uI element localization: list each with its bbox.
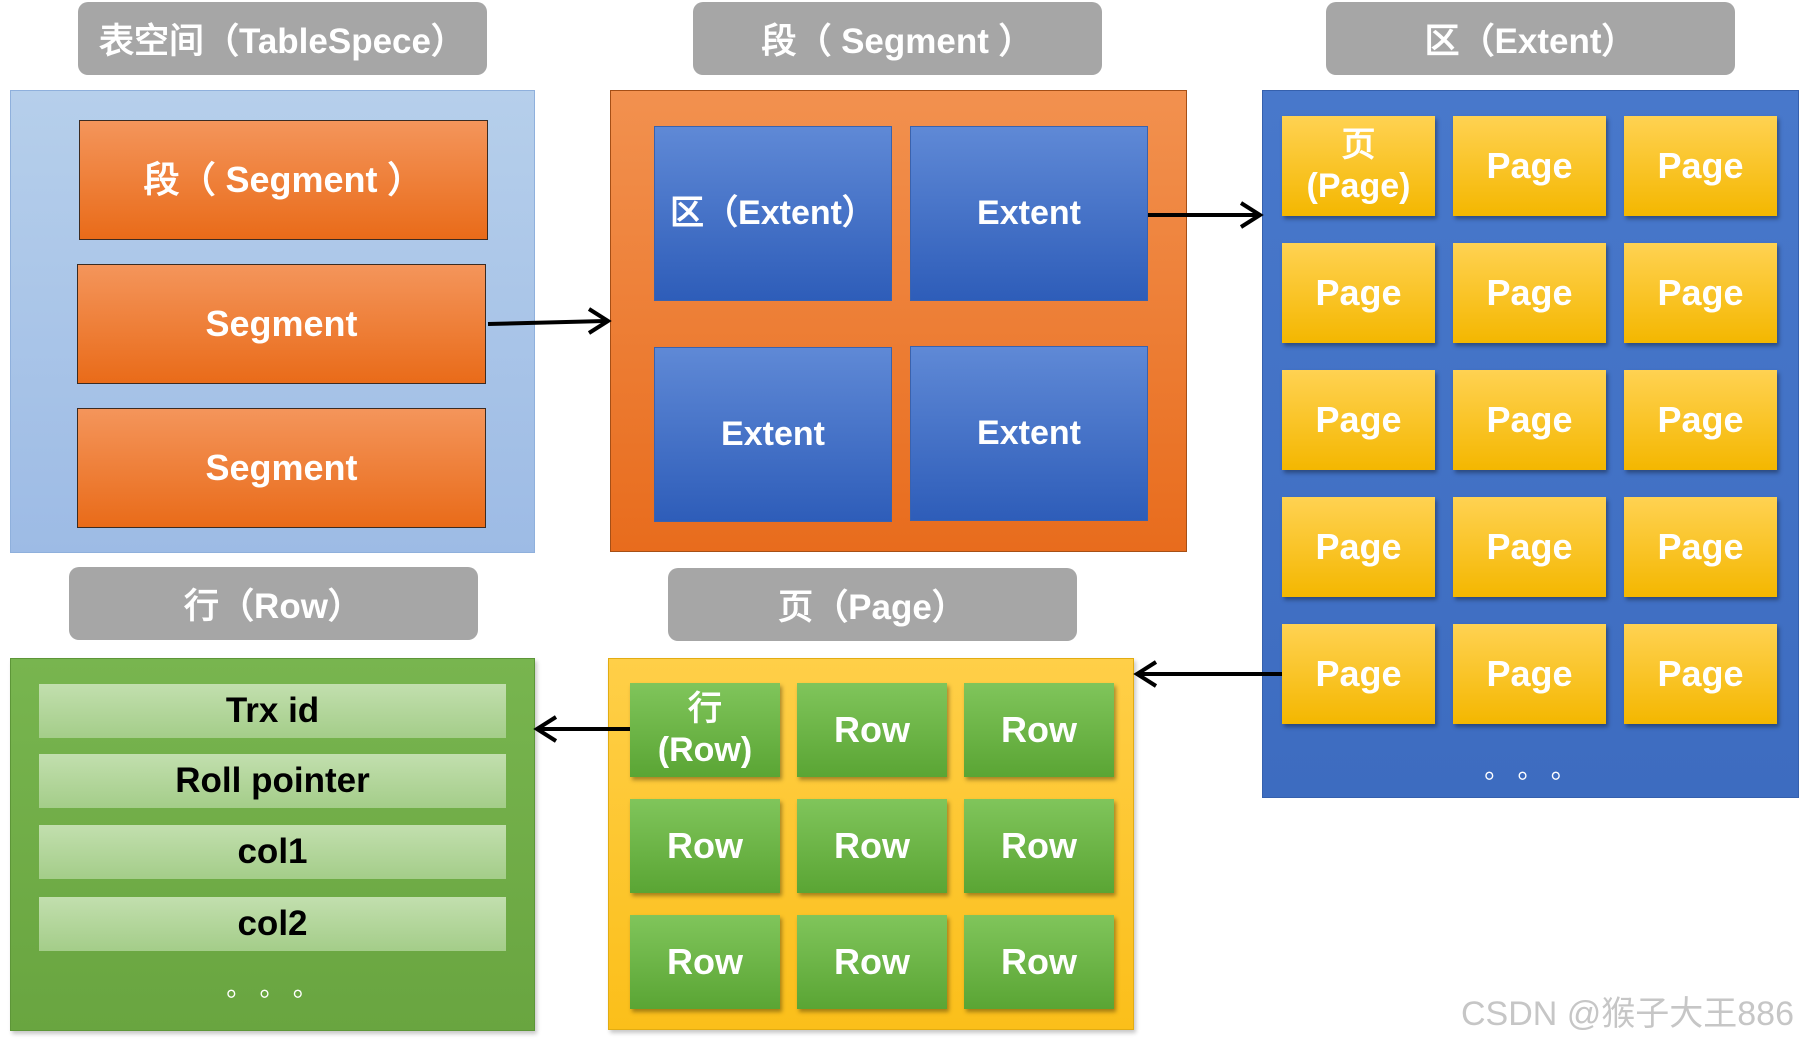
page-box: Page [1624,370,1777,470]
segment-box: 段（ Segment ） [79,120,488,240]
row-box: Row [630,799,780,893]
page-box: Page [1453,116,1606,216]
extent-box: Extent [910,346,1148,521]
row-field-roll-pointer: Roll pointer [39,754,506,808]
segment-box: Segment [77,264,486,384]
segment-panel: 区（Extent） Extent Extent Extent [610,90,1187,552]
page-box: Page [1624,243,1777,343]
row-field-col1: col1 [39,825,506,879]
page-box: Page [1453,624,1606,724]
page-box: Page [1453,497,1606,597]
extent-box: Extent [910,126,1148,301]
extent-box: 区（Extent） [654,126,892,301]
more-fields-ellipsis: 。 。 。 [226,972,319,1002]
row-grid: 行 (Row) Row Row Row Row Row Row Row Row [630,683,1114,1009]
segment-box: Segment [77,408,486,528]
header-row: 行（Row） [69,567,478,640]
page-box: Page [1453,370,1606,470]
page-box: Page [1624,116,1777,216]
header-extent: 区（Extent） [1326,2,1735,75]
arrow-extent-to-page [1133,660,1282,688]
header-page: 页（Page） [668,568,1077,641]
page-box: Page [1282,370,1435,470]
row-box: Row [630,915,780,1009]
row-box: Row [797,799,947,893]
page-box: Page [1282,624,1435,724]
page-box: Page [1624,624,1777,724]
row-box: Row [964,915,1114,1009]
row-field-trx-id: Trx id [39,684,506,738]
page-grid: 页 (Page) Page Page Page Page Page Page P… [1282,116,1777,724]
extent-panel: 页 (Page) Page Page Page Page Page Page P… [1262,90,1799,798]
page-box: Page [1282,497,1435,597]
page-panel: 行 (Row) Row Row Row Row Row Row Row Row [608,658,1134,1030]
page-box: Page [1624,497,1777,597]
row-box: Row [964,799,1114,893]
row-panel: Trx id Roll pointer col1 col2 。 。 。 [10,658,535,1031]
more-pages-ellipsis: 。 。 。 [1484,754,1577,784]
page-box: 页 (Page) [1282,116,1435,216]
row-box: Row [797,915,947,1009]
row-box: 行 (Row) [630,683,780,777]
page-box: Page [1282,243,1435,343]
extent-box: Extent [654,347,892,522]
tablespace-panel: 段（ Segment ） Segment Segment [10,90,535,553]
row-field-col2: col2 [39,897,506,951]
header-segment: 段（ Segment ） [693,2,1102,75]
header-tablespace: 表空间（TableSpece） [78,2,487,75]
row-box: Row [964,683,1114,777]
watermark-text: CSDN @猴子大王886 [1460,995,1794,1033]
row-box: Row [797,683,947,777]
page-box: Page [1453,243,1606,343]
